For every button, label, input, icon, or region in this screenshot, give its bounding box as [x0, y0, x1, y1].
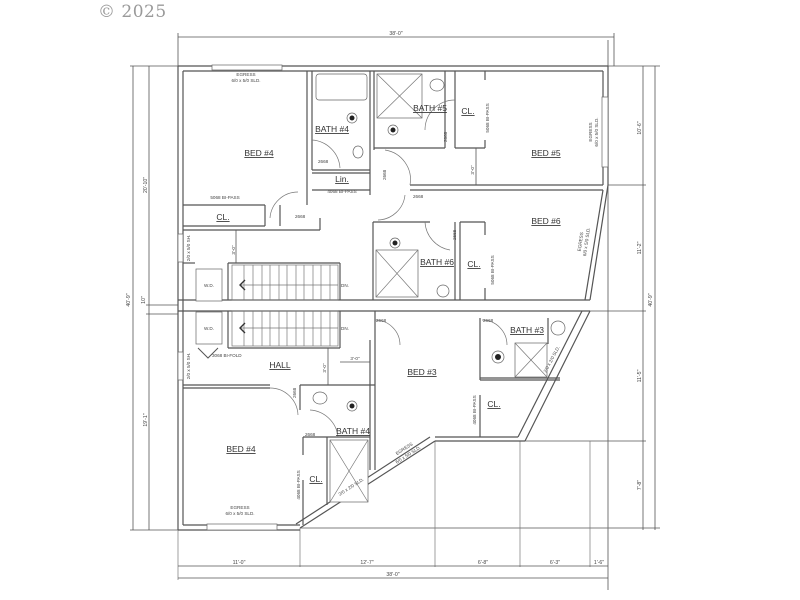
- sink-icon: [352, 145, 364, 159]
- egress-bed6-line2: 6/0 x 5/0 SLD.: [582, 227, 591, 257]
- room-cl-bed3: CL.: [487, 399, 500, 409]
- exterior-walls: [177, 65, 609, 531]
- dim-right-seg-3: 11'-5": [637, 369, 643, 382]
- egress-bed4-upper-line1: EGRESS: [236, 72, 255, 77]
- door-2668-bath3: 2668: [483, 318, 494, 323]
- room-hall: HALL: [269, 360, 291, 370]
- dim-top-overall: 38'-0": [389, 31, 402, 37]
- bifold-closet: 3068 BI-FOLD: [212, 353, 242, 358]
- room-labels: BED #4 BATH #4 BATH #5 CL. BED #5 Lin. C…: [216, 103, 561, 484]
- interior-walls: [183, 71, 603, 525]
- sink-icon: [429, 78, 445, 92]
- room-linen: Lin.: [335, 174, 349, 184]
- door-2668-bath4: 2668: [318, 159, 329, 164]
- door-2668-bath5: 2668: [443, 131, 448, 142]
- room-cl-bath5: CL.: [461, 106, 474, 116]
- stairs-down-label-upper: DN.: [341, 283, 349, 288]
- room-bath3: BATH #3: [510, 325, 544, 335]
- door-swings: [269, 99, 508, 438]
- sink-icon: [550, 320, 566, 336]
- clearance-hall-horizontal: 3'-0": [350, 356, 360, 361]
- clearance-bed5: 3'-0": [470, 165, 475, 175]
- window-sh-upper: 2/0 x 5/0 SH.: [186, 235, 191, 262]
- dim-bottom-overall: 38'-0": [386, 572, 399, 578]
- clearance-hall-vertical: 3'-0": [322, 363, 327, 373]
- sink-icon: [436, 284, 450, 298]
- bipass-bed3: 4068 BI-PASS: [472, 395, 477, 424]
- toilet-icon: [346, 112, 358, 124]
- dim-left-seg-1: 20'-10": [143, 177, 149, 193]
- room-cl-bed4-upper: CL.: [216, 212, 229, 222]
- dim-right-seg-1: 10'-6": [637, 121, 643, 134]
- bipass-bed4-lower: 4068 BI-PASS: [296, 470, 301, 499]
- egress-bed4-lower-line2: 6/0 x 5/0 SLD.: [225, 511, 254, 516]
- room-cl-bed4-lower: CL.: [309, 474, 322, 484]
- bipass-linen: 4068 BI-PASS: [327, 189, 356, 194]
- dim-left-seg-2: 10": [141, 296, 147, 304]
- egress-bed5-line2: 6/0 x 5/0 SLD.: [594, 117, 599, 146]
- door-2668-bath6: 2668: [452, 229, 457, 240]
- door-2668-bed4: 2668: [295, 214, 306, 219]
- staircase: DN. DN.: [231, 264, 349, 347]
- toilet-icon: [491, 350, 505, 364]
- copyright-notice: © 2025: [98, 2, 167, 22]
- window-sh-lower: 2/0 x 5/0 SH.: [186, 353, 191, 380]
- room-bed3: BED #3: [407, 367, 437, 377]
- room-bed4-upper: BED #4: [244, 148, 274, 158]
- door-2668-closet-lower: 2668: [305, 432, 316, 437]
- bipass-bed4-upper: 5068 BI-PASS: [210, 195, 239, 200]
- door-2668-hall: 2668: [382, 169, 387, 180]
- dim-bottom-seg-1: 11'-0": [233, 560, 246, 566]
- egress-bed5-line1: EGRESS: [588, 122, 593, 141]
- windows: [177, 64, 609, 531]
- wd-label-lower: W.D.: [204, 326, 214, 331]
- room-bath4-upper: BATH #4: [315, 124, 349, 134]
- dim-right-seg-4: 7'-8": [637, 480, 643, 490]
- door-2668-bed4-lower: 2668: [292, 387, 297, 398]
- stairs-down-label-lower: DN.: [341, 326, 349, 331]
- sink-icon: [312, 391, 328, 405]
- dim-bottom-seg-5: 1'-6": [594, 560, 604, 566]
- dim-left-seg-3: 19'-1": [143, 413, 149, 426]
- room-bed5: BED #5: [531, 148, 561, 158]
- egress-bed4-lower-line1: EGRESS: [230, 505, 249, 510]
- washer-dryer: W.D. W.D.: [195, 268, 223, 359]
- clearance-upper: 3'-0": [231, 245, 236, 255]
- dim-bottom-seg-3: 6'-8": [478, 560, 488, 566]
- room-bath5: BATH #5: [413, 103, 447, 113]
- wd-label-upper: W.D.: [204, 283, 214, 288]
- dim-bottom-seg-2: 12'-7": [360, 560, 373, 566]
- plumbing-fixtures: [312, 73, 566, 503]
- bipass-bed5: 5068 BI-PASS: [485, 103, 490, 132]
- bipass-bed6: 5068 BI-PASS: [490, 255, 495, 284]
- room-bed6: BED #6: [531, 216, 561, 226]
- room-cl-bed6: CL.: [467, 259, 480, 269]
- toilet-icon: [389, 237, 401, 249]
- door-2668-bed3: 2668: [376, 318, 387, 323]
- dim-bottom-seg-4: 6'-3": [550, 560, 560, 566]
- egress-bed4-upper-line2: 6/0 x 5/0 SLD.: [231, 78, 260, 83]
- dim-right-overall: 40'-9": [648, 293, 654, 306]
- egress-bed6-line1: EGRESS: [577, 232, 585, 252]
- annotations: EGRESS 6/0 x 5/0 SLD. EGRESS 6/0 x 5/0 S…: [186, 72, 599, 516]
- toilet-icon: [387, 124, 399, 136]
- room-bath6: BATH #6: [420, 257, 454, 267]
- dim-left-overall: 40'-9": [126, 293, 132, 306]
- door-2668-bed6: 2668: [413, 194, 424, 199]
- room-bath4-lower: BATH #4: [336, 426, 370, 436]
- dim-right-seg-2: 11'-2": [637, 241, 643, 254]
- room-bed4-lower: BED #4: [226, 444, 256, 454]
- toilet-icon: [346, 400, 358, 412]
